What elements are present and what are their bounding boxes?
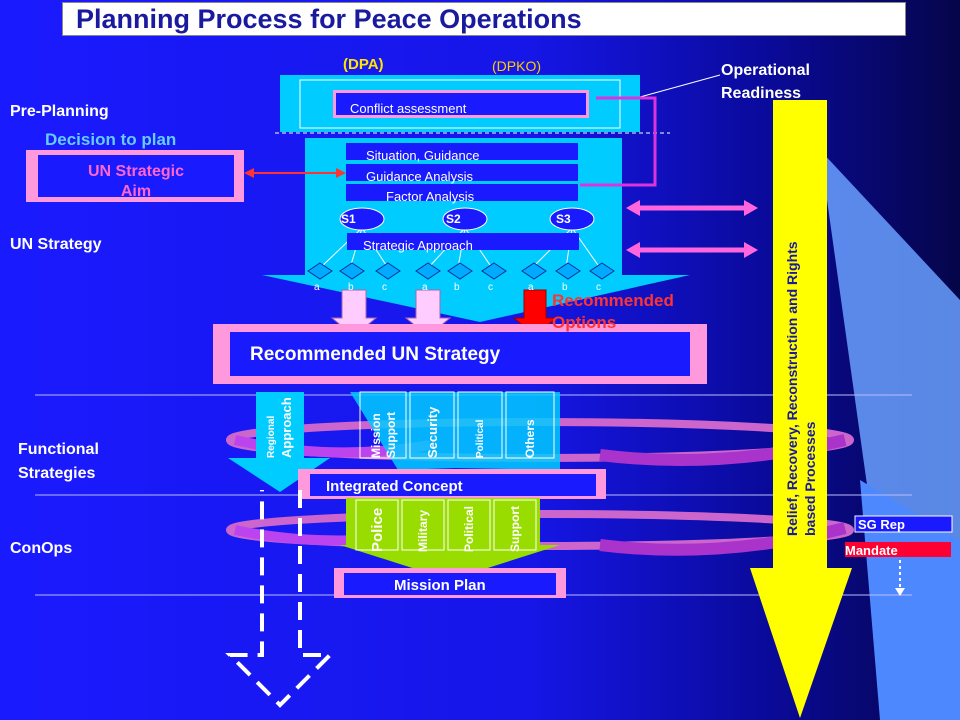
operational-readiness-line2: Readiness [721,85,802,102]
military-column: Military [402,500,444,552]
diamond-label: b [562,282,568,293]
security-column: Security [410,392,454,458]
aim-line1: UN Strategic [87,163,185,180]
relief-arrow-body [773,100,827,570]
relief-line1: Relief, Recovery, Reconstruction and Rig… [784,241,800,536]
pre-planning-inner [299,79,621,129]
guidance-analysis-box: Guidance Analysis [346,164,578,184]
functional-strategies-label: Functional Strategies [18,438,99,486]
sg-rep-label: SG Rep [858,517,905,532]
support-conops-text: Support [508,506,522,552]
recommended-un-strategy: Recommended UN Strategy [250,344,501,365]
diamond-label: c [488,282,493,293]
relief-line2: based Processes [802,421,818,536]
guidance-analysis-text: Guidance Analysis [366,169,473,184]
pre-planning-label: Pre-Planning [10,103,109,120]
s1-label: S1 [341,212,356,226]
security-text: Security [424,406,440,458]
political-text: Political [474,419,486,458]
aim-line2: Aim [120,183,152,200]
title-banner [62,2,906,36]
police-column: Police [356,500,398,552]
dpko-label: (DPKO) [492,58,541,74]
others-column: Others [506,392,554,458]
approach-text: Approach [279,397,294,458]
situation-guidance-text: Situation, Guidance [366,148,480,163]
factor-analysis-box: Factor Analysis [346,184,578,204]
recommended-options-line2: Options [552,313,617,332]
integrated-concept: Integrated Concept [326,478,463,495]
s2-label: S2 [446,212,461,226]
recommended-options-label: Recommended Options [552,290,674,334]
un-strategy-label: UN Strategy [10,236,102,253]
pointer-line [639,74,721,98]
diamond-labels: a b c a b c a b c [314,282,614,294]
diamond-label: c [596,282,601,293]
conflict-assessment-text: Conflict assessment [350,101,467,116]
conflict-assessment-box: Conflict assessment [333,90,589,118]
mission-plan: Mission Plan [394,577,486,594]
diamond-label: b [454,282,460,293]
regional-approach-column: Regional Approach [256,392,304,458]
diamond-label: a [422,282,428,293]
magenta-connector [580,96,657,187]
light-blue-band-2 [860,480,960,720]
operational-readiness-line1: Operational [721,62,810,79]
support-text: Support [383,412,398,458]
un-strategic-aim: UN Strategic Aim [40,162,232,202]
political-conops-column: Political [448,500,490,552]
functional-line2: Strategies [18,465,96,482]
military-text: Military [416,509,430,552]
political-column: Political [458,392,502,458]
regional-text: Regional [266,415,277,458]
strategic-approach-box: Strategic Approach [347,233,579,253]
mandate-label: Mandate [845,543,898,558]
conops-label: ConOps [10,540,73,557]
s3-label: S3 [556,212,571,226]
factor-analysis-text: Factor Analysis [386,189,475,204]
functional-line1: Functional [18,441,99,458]
relief-processes-text: Relief, Recovery, Reconstruction and Rig… [776,118,826,536]
decision-to-plan-label: Decision to plan [45,130,177,149]
mission-text: Mission [368,413,383,458]
mission-support-column: Mission Support [360,392,406,458]
recommended-options-line1: Recommended [552,291,674,310]
police-text: Police [368,507,386,552]
others-text: Others [523,419,537,458]
diamond-label: b [348,282,354,293]
situation-guidance-box: Situation, Guidance [346,143,578,163]
dpa-label: (DPA) [343,56,384,73]
political-conops-text: Political [462,505,476,552]
support-column: Support [494,500,536,552]
diamond-label: a [528,282,534,293]
page-title: Planning Process for Peace Operations [76,4,582,34]
diamond-label: a [314,282,320,293]
diamond-label: c [382,282,387,293]
strategic-approach-text: Strategic Approach [363,238,473,253]
